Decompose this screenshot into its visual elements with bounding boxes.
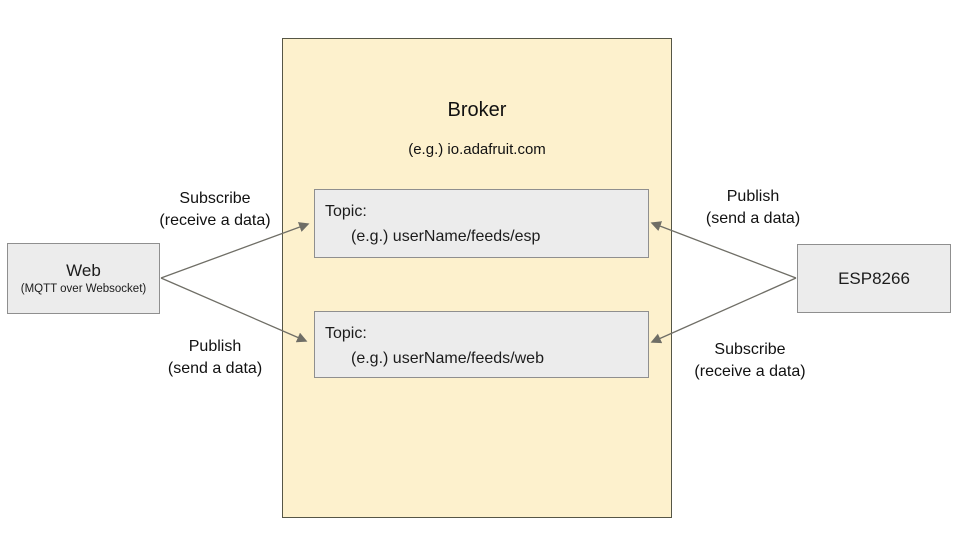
topic-box-web: Topic: (e.g.) userName/feeds/web — [314, 311, 649, 378]
label-web-publish-line1: Publish — [188, 338, 242, 355]
label-esp-subscribe-line2: (receive a data) — [694, 363, 806, 380]
esp8266-title: ESP8266 — [838, 268, 910, 288]
label-web-subscribe: Subscribe (receive a data) — [120, 188, 310, 232]
topic-esp-example: (e.g.) userName/feeds/esp — [351, 228, 541, 245]
label-web-subscribe-line1: Subscribe — [179, 190, 251, 207]
broker-box: Broker (e.g.) io.adafruit.com Topic: (e.… — [282, 38, 672, 518]
web-client-box: Web (MQTT over Websocket) — [7, 243, 160, 314]
broker-subtitle: (e.g.) io.adafruit.com — [408, 141, 546, 158]
broker-title: Broker — [447, 99, 507, 121]
arrow-esp-to-topic-esp — [650, 221, 797, 279]
topic-web-example: (e.g.) userName/feeds/web — [351, 350, 544, 367]
label-web-publish: Publish (send a data) — [120, 336, 310, 380]
label-web-subscribe-line2: (receive a data) — [159, 212, 271, 229]
esp8266-box: ESP8266 — [797, 244, 951, 313]
arrow-esp-to-topic-web — [650, 277, 797, 344]
topic-esp-label: Topic: — [325, 203, 367, 220]
topic-web-label: Topic: — [325, 325, 367, 342]
label-esp-subscribe-line1: Subscribe — [714, 341, 786, 358]
label-esp-publish-line2: (send a data) — [705, 210, 801, 227]
label-esp-publish: Publish (send a data) — [658, 186, 848, 230]
label-web-publish-line2: (send a data) — [167, 360, 263, 377]
web-client-subtitle: (MQTT over Websocket) — [20, 283, 147, 295]
label-esp-subscribe: Subscribe (receive a data) — [655, 339, 845, 383]
label-esp-publish-line1: Publish — [726, 188, 780, 205]
topic-box-esp: Topic: (e.g.) userName/feeds/esp — [314, 189, 649, 258]
web-client-title: Web — [66, 261, 101, 280]
